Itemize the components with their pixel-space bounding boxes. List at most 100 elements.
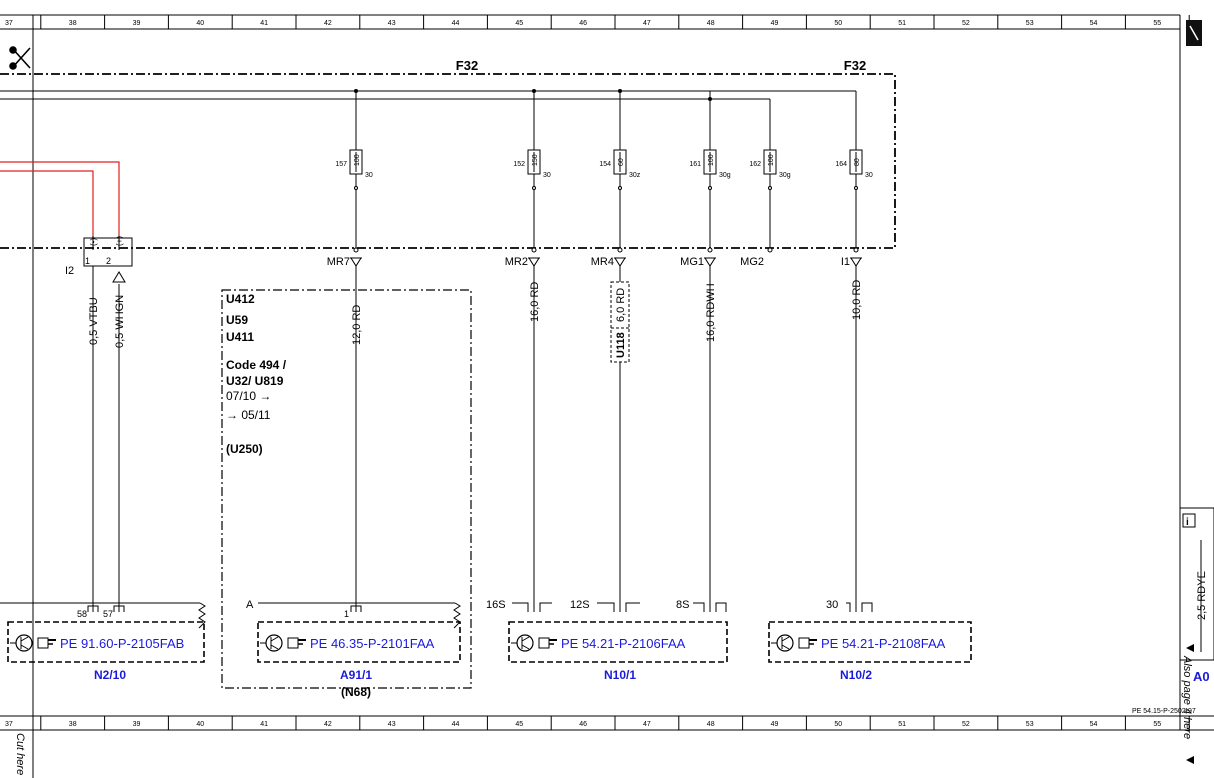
pin-57: 57 xyxy=(103,609,113,619)
ruler-number: 52 xyxy=(962,721,970,728)
variant-code: U118 xyxy=(615,332,627,358)
component-n10-1[interactable]: PE 54.21-P-2106FAA N10/1 xyxy=(508,621,728,682)
wire-label-16rdwh: 16,0 RDWH xyxy=(705,283,717,342)
ruler-number: 37 xyxy=(5,721,13,728)
code-line-1: U412 xyxy=(226,292,255,306)
component-ref-link[interactable]: PE 54.21-P-2106FAA xyxy=(561,636,686,651)
ruler-number: 55 xyxy=(1153,721,1161,728)
code-line-5: U32/ U819 xyxy=(226,374,284,388)
ruler-number: 51 xyxy=(898,721,906,728)
ruler-number: 45 xyxy=(515,20,523,27)
wire-label-12rd: 12,0 RD xyxy=(351,305,363,345)
ruler-number: 46 xyxy=(579,20,587,27)
ruler-number: 53 xyxy=(1026,20,1034,27)
connector-point-label: MR2 xyxy=(505,256,528,268)
fuse-number: 157 xyxy=(335,161,347,168)
transistor-icon xyxy=(516,634,534,652)
pin-8s: 8S xyxy=(676,599,689,611)
ruler-number: 46 xyxy=(579,721,587,728)
ruler-number: 45 xyxy=(515,721,523,728)
ruler-number: 43 xyxy=(388,20,396,27)
connector-point-label: MG1 xyxy=(680,256,704,268)
code-date-from: 07/10 → xyxy=(226,389,271,403)
ruler-number: 48 xyxy=(707,721,715,728)
fuse-rating: 100 xyxy=(768,154,775,166)
ruler-number: 54 xyxy=(1090,721,1098,728)
wire-label-16rd: 16,0 RD xyxy=(529,282,541,322)
transistor-icon xyxy=(265,634,283,652)
variant-box-u118: U118 xyxy=(610,281,630,363)
pin-30: 30 xyxy=(826,599,838,611)
pin-58: 58 xyxy=(77,609,87,619)
wire-label-vtbu: 0,5 VTBU xyxy=(88,297,100,345)
ruler-number: 44 xyxy=(452,20,460,27)
component-name[interactable]: N10/2 xyxy=(840,668,872,682)
side-ref-partial[interactable]: A0 xyxy=(1193,669,1210,684)
red-wires xyxy=(0,161,120,238)
component-name[interactable]: N10/1 xyxy=(604,668,636,682)
component-ref-link[interactable]: PE 54.21-P-2108FAA xyxy=(821,636,946,651)
ruler-number: 44 xyxy=(452,721,460,728)
fuse-terminal: 30g xyxy=(779,172,791,179)
ruler-number: 48 xyxy=(707,20,715,27)
ruler-number: 50 xyxy=(834,721,842,728)
fuse-rating: 150 xyxy=(532,154,539,166)
ruler-number: 47 xyxy=(643,20,651,27)
fuse-rating: 80 xyxy=(854,158,861,166)
pin-12s: 12S xyxy=(570,599,590,611)
transistor-icon xyxy=(776,634,794,652)
pointing-hand-icon xyxy=(538,637,557,649)
fuse-rating: 60 xyxy=(618,158,625,166)
code-extra: (U250) xyxy=(226,442,263,456)
fuse-box-label-right: F32 xyxy=(844,58,866,73)
component-n10-2[interactable]: PE 54.21-P-2108FAA N10/2 xyxy=(768,621,972,682)
i2-label: I2 xyxy=(65,265,74,277)
ruler-number: 39 xyxy=(133,20,141,27)
info-icon[interactable]: i xyxy=(1186,517,1189,528)
ruler-number: 47 xyxy=(643,721,651,728)
component-name[interactable]: A91/1 xyxy=(340,668,372,682)
component-name[interactable]: N2/10 xyxy=(94,668,126,682)
fuse-number: 162 xyxy=(749,161,761,168)
ruler-number: 41 xyxy=(260,20,268,27)
doc-ref: PE 54.15-P-2502-97 xyxy=(1132,708,1196,715)
wire-label-10rd: 10,0 RD xyxy=(851,280,863,320)
fuse-number: 152 xyxy=(513,161,525,168)
transistor-icon xyxy=(15,634,33,652)
fuse-number: 161 xyxy=(689,161,701,168)
component-ref-link[interactable]: PE 46.35-P-2101FAA xyxy=(310,636,435,651)
code-box: U412 U59 U411 Code 494 / U32/ U819 07/10… xyxy=(221,289,472,689)
fuse-rating: 100 xyxy=(354,154,361,166)
code-line-4: Code 494 / xyxy=(226,358,287,372)
fuse-terminal: 30 xyxy=(543,172,551,179)
ruler-number: 40 xyxy=(196,721,204,728)
ruler-number: 39 xyxy=(133,721,141,728)
ruler-number: 51 xyxy=(898,20,906,27)
ruler-number: 38 xyxy=(69,20,77,27)
ruler-number: 55 xyxy=(1153,20,1161,27)
pin-a: A xyxy=(246,599,254,611)
connector-point-label: I1 xyxy=(841,256,850,268)
ruler-number: 40 xyxy=(196,20,204,27)
code-line-2: U59 xyxy=(226,313,248,327)
wire-label-6rd: 6,0 RD xyxy=(615,288,627,322)
fuse-terminal: 30g xyxy=(719,172,731,179)
side-panel: i 2,5 RDYE A0 Also page 4 here PE 54.15-… xyxy=(1132,507,1214,764)
pointing-hand-icon xyxy=(287,637,306,649)
code-line-3: U411 xyxy=(226,330,254,344)
component-ref-link[interactable]: PE 91.60-P-2105FAB xyxy=(60,636,184,651)
cut-here-label: Cut here xyxy=(14,733,26,775)
i2-pin1: 1 xyxy=(85,256,90,266)
component-n2-10[interactable]: PE 91.60-P-2105FAB N2/10 xyxy=(7,621,205,682)
fuse-terminal: 30 xyxy=(865,172,873,179)
fuse-number: 154 xyxy=(599,161,611,168)
